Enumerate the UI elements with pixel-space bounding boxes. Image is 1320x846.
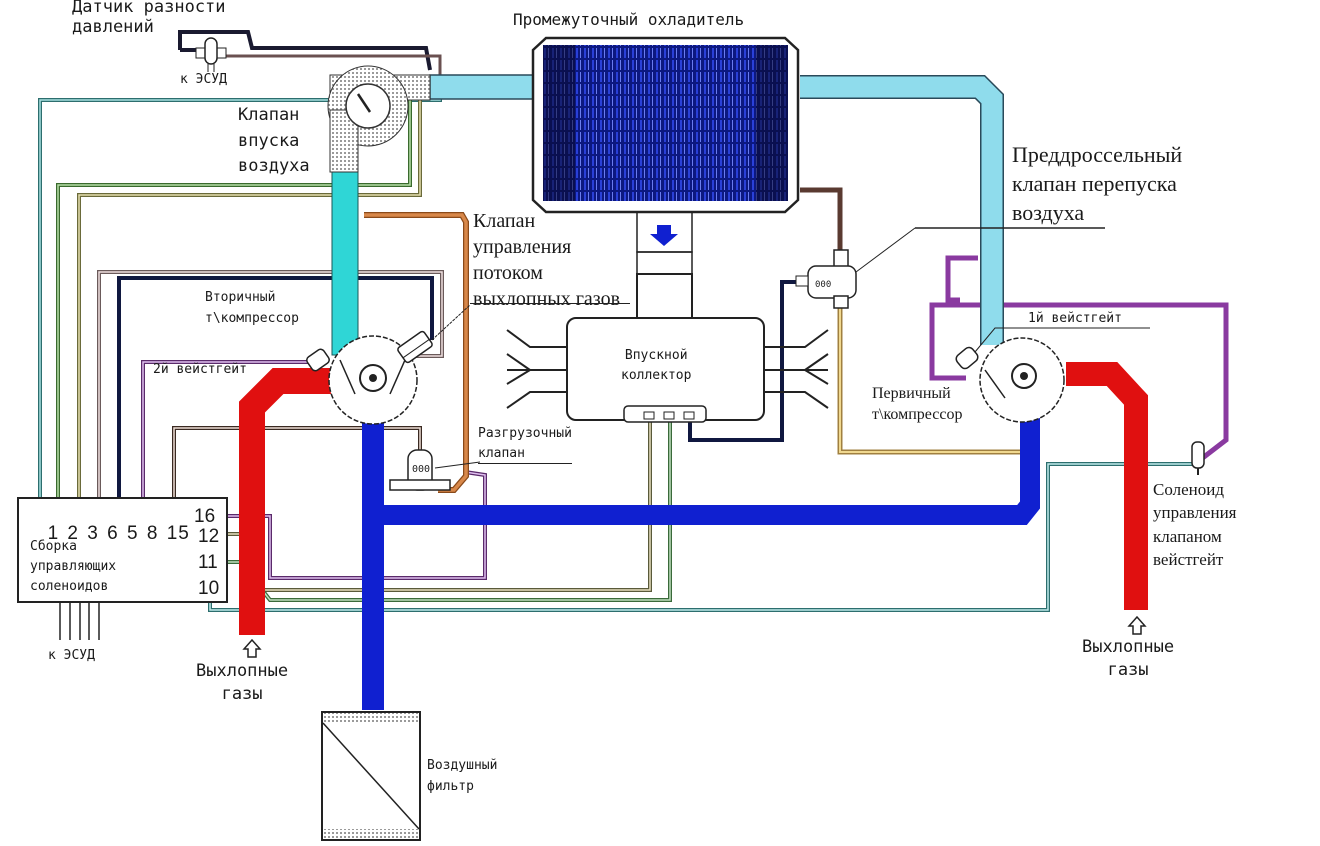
svg-text:000: 000 bbox=[815, 280, 831, 290]
line-pin5 bbox=[117, 276, 434, 498]
primary-turbo-label: Первичный т\компрессор bbox=[872, 385, 963, 423]
wastegate-2-label: 2й вейстгейт bbox=[153, 362, 247, 377]
to-ecu-bottom-label: к ЭСУД bbox=[48, 648, 95, 663]
intake-air-valve bbox=[327, 65, 431, 173]
pin-16: 16 bbox=[194, 506, 216, 527]
line-wastegate1-upper bbox=[945, 255, 978, 303]
solenoid-assembly bbox=[17, 497, 228, 640]
intake-manifold-label: Впускной коллектор bbox=[621, 348, 692, 383]
wastegate-solenoid bbox=[1191, 441, 1205, 475]
exhaust-left-label: Выхлопные газы bbox=[196, 661, 289, 704]
arrow-up-icon bbox=[242, 615, 1147, 658]
arrow-down-icon bbox=[650, 225, 678, 246]
wastegate-1-actuator bbox=[955, 346, 979, 370]
exhaust-flow-valve-label: Клапан управления потоком выхлопных газо… bbox=[473, 210, 621, 310]
to-ecu-top-label: к ЭСУД bbox=[180, 72, 227, 87]
air-filter bbox=[321, 711, 421, 841]
air-filter-label: Воздушный фильтр bbox=[427, 758, 498, 794]
cyan-pipe bbox=[331, 169, 359, 356]
intake-air-pipes bbox=[362, 380, 1040, 710]
charge-air-pipes bbox=[331, 74, 1004, 356]
throttle-duct bbox=[636, 211, 693, 320]
intake-manifold bbox=[506, 317, 829, 423]
svg-text:000: 000 bbox=[412, 464, 430, 475]
wastegate-solenoid-label: Соленоид управления клапаном вейстгейт bbox=[1153, 480, 1237, 570]
line-wastegate1-loop bbox=[929, 302, 1229, 462]
relief-valve-label: Разгрузочный клапан bbox=[478, 424, 572, 464]
wastegate-1-label: 1й вейстгейт bbox=[1028, 311, 1122, 326]
secondary-turbo bbox=[306, 304, 471, 425]
intake-valve-label: Клапан впуска воздуха bbox=[238, 105, 310, 176]
prethrottle-bypass-label: Преддроссельный клапан перепуска воздуха bbox=[1012, 142, 1183, 226]
relief-valve: 000 bbox=[389, 449, 481, 491]
exhaust-flow-valve-actuator bbox=[397, 330, 433, 364]
line-manifold-bypass bbox=[688, 280, 802, 442]
exhaust-flow-valve-leader bbox=[470, 303, 630, 304]
primary-turbo bbox=[955, 327, 1150, 423]
wastegate-2-actuator bbox=[306, 348, 330, 372]
intercooler-label: Промежуточный охладитель bbox=[513, 10, 745, 29]
intercooler-core bbox=[543, 45, 788, 201]
exhaust-pipes bbox=[239, 362, 1148, 635]
intercooler bbox=[531, 36, 800, 214]
secondary-turbo-label: Вторичный т\компрессор bbox=[205, 290, 299, 326]
line-pressure-sensor bbox=[178, 30, 432, 71]
line-pin12 bbox=[226, 416, 652, 592]
solenoid-assembly-label: Сборка управляющих соленоидов bbox=[30, 539, 117, 595]
pin-11: 11 bbox=[198, 552, 218, 573]
line-intercooler-bypass bbox=[800, 187, 843, 250]
pin-10: 10 bbox=[198, 578, 220, 599]
bypass-valve: 000 bbox=[795, 227, 1105, 309]
pressure-sensor bbox=[195, 37, 227, 72]
pressure-sensor-label: Датчик разности давлений bbox=[72, 0, 226, 38]
solenoid-pins-top: 1 2 3 6 5 8 15 bbox=[47, 522, 190, 544]
pin-12: 12 bbox=[198, 526, 220, 547]
exhaust-right-label: Выхлопные газы bbox=[1082, 637, 1175, 680]
